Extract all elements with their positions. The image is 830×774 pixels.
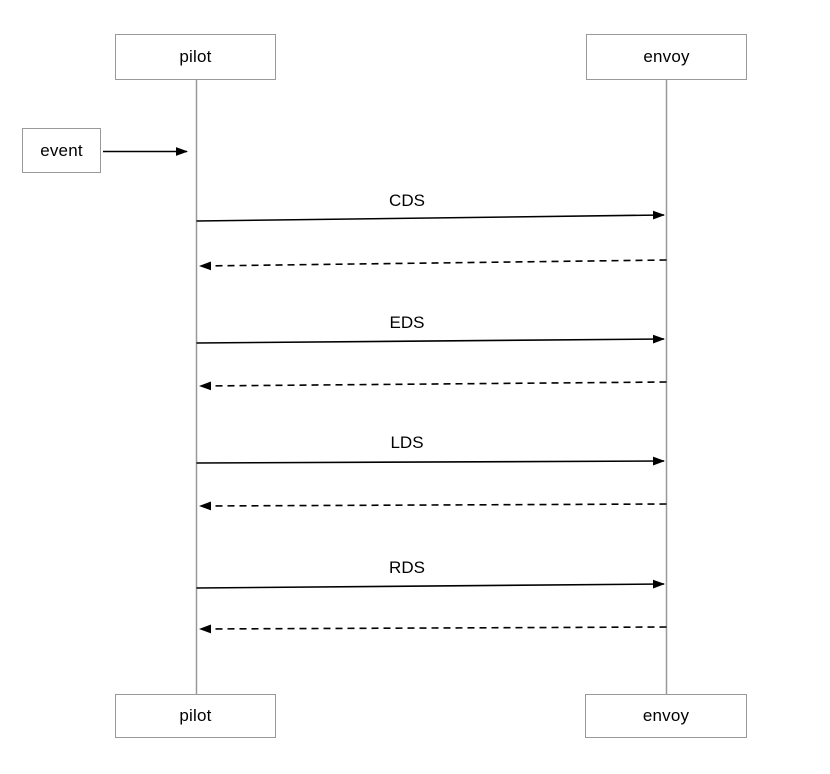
actor-box-pilot-top: pilot: [115, 34, 276, 80]
actor-box-envoy-bottom: envoy: [585, 694, 747, 738]
reply-arrow-lds: [199, 501, 667, 511]
reply-arrow-rds: [199, 624, 667, 634]
request-arrow-eds: [196, 334, 665, 344]
reply-arrow-eds: [199, 381, 667, 391]
actor-label-envoy-bottom: envoy: [642, 706, 690, 725]
actor-box-envoy-top: envoy: [586, 34, 747, 80]
message-arrows-group: [196, 210, 667, 634]
request-arrow-lds: [196, 456, 665, 466]
actor-label-envoy-top: envoy: [643, 47, 690, 66]
event-label: event: [40, 140, 83, 160]
message-label-rds: RDS: [389, 558, 425, 577]
message-label-lds: LDS: [390, 433, 424, 452]
message-label-eds: EDS: [389, 313, 425, 332]
request-arrow-cds: [196, 210, 665, 222]
actor-label-pilot-bottom: pilot: [179, 706, 212, 725]
event-box: event: [22, 128, 101, 173]
message-label-cds: CDS: [389, 191, 425, 210]
actor-label-pilot-top: pilot: [179, 47, 212, 66]
request-arrow-rds: [196, 579, 665, 589]
reply-arrow-cds: [199, 259, 667, 271]
actor-box-pilot-bottom: pilot: [115, 694, 276, 738]
